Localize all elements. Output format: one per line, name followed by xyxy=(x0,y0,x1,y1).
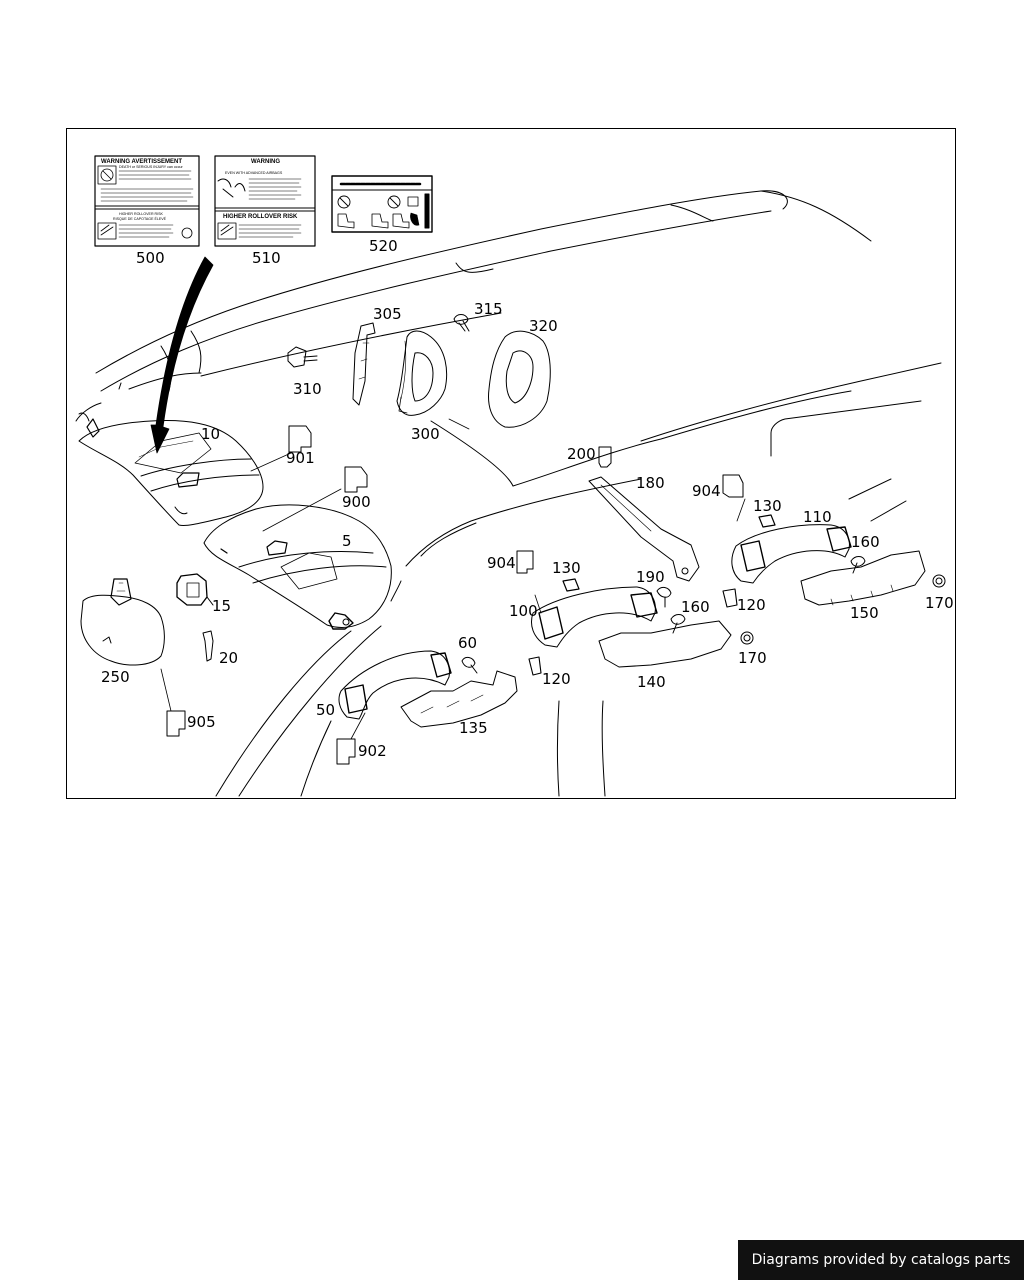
trim-cover-150 xyxy=(800,550,926,606)
callout-5: 5 xyxy=(342,532,352,550)
callout-130-mid: 130 xyxy=(552,559,581,577)
roof-outline xyxy=(75,190,942,797)
callout-900: 900 xyxy=(342,493,371,511)
callout-50: 50 xyxy=(316,701,335,719)
grab-handle-300 xyxy=(396,330,448,416)
callout-905: 905 xyxy=(187,713,216,731)
callout-160-mid: 160 xyxy=(681,598,710,616)
callout-250: 250 xyxy=(101,668,130,686)
warning-label-520 xyxy=(331,175,433,233)
callout-904-right: 904 xyxy=(692,482,721,500)
callout-180: 180 xyxy=(636,474,665,492)
connector-904-mid xyxy=(516,550,534,574)
connector-900 xyxy=(344,466,368,493)
callout-904-mid: 904 xyxy=(487,554,516,572)
leader-lines xyxy=(160,418,746,740)
warning-label-500 xyxy=(94,155,200,247)
callout-200: 200 xyxy=(567,445,596,463)
callout-15: 15 xyxy=(212,597,231,615)
label-510-title: WARNING xyxy=(251,159,280,165)
callout-510: 510 xyxy=(252,249,281,267)
screw-60 xyxy=(461,656,478,674)
label-500-sub3: RISQUE DE CAPOTAGE ÉLEVÉ xyxy=(113,216,167,221)
callout-60: 60 xyxy=(458,634,477,652)
clip-130-right xyxy=(758,514,776,528)
screw-315 xyxy=(453,314,470,332)
label-500-title: WARNING AVERTISSEMENT xyxy=(101,159,182,165)
connector-905 xyxy=(166,710,186,737)
callout-135: 135 xyxy=(459,719,488,737)
parts-diagram: WARNING AVERTISSEMENT DEATH or SERIOUS I… xyxy=(75,155,954,797)
label-510-sub1: EVEN WITH ADVANCED AIRBAGS xyxy=(225,171,283,175)
clip-120-left xyxy=(528,656,542,676)
warning-label-510 xyxy=(214,155,316,247)
callout-902: 902 xyxy=(358,742,387,760)
callout-130-right: 130 xyxy=(753,497,782,515)
screw-160-mid xyxy=(670,614,686,634)
callout-110: 110 xyxy=(803,508,832,526)
screw-20 xyxy=(202,630,214,662)
callout-140: 140 xyxy=(637,673,666,691)
grab-handle-110 xyxy=(731,524,852,584)
callout-315: 315 xyxy=(474,300,503,318)
callout-520: 520 xyxy=(369,237,398,255)
callout-20: 20 xyxy=(219,649,238,667)
label-500-sub1: DEATH or SERIOUS INJURY can occur xyxy=(119,165,184,169)
callout-310: 310 xyxy=(293,380,322,398)
screw-160-right xyxy=(850,556,866,574)
callout-901: 901 xyxy=(286,449,315,467)
mounting-bracket-305 xyxy=(352,322,376,406)
trim-cover-320 xyxy=(488,330,551,428)
grab-handle-50 xyxy=(338,650,452,720)
grab-handle-100 xyxy=(531,586,658,648)
callout-500: 500 xyxy=(136,249,165,267)
connector-904-right xyxy=(722,474,744,498)
sun-visor-5 xyxy=(203,504,392,630)
callout-10: 10 xyxy=(201,425,220,443)
screw-310 xyxy=(287,346,318,368)
callout-160-right: 160 xyxy=(851,533,880,551)
trim-cover-140 xyxy=(598,620,732,668)
callout-190: 190 xyxy=(636,568,665,586)
callout-120-left: 120 xyxy=(542,670,571,688)
callouts: 500 510 520 305 315 320 310 300 10 901 9… xyxy=(101,237,954,760)
callout-305: 305 xyxy=(373,305,402,323)
clip-130-mid xyxy=(562,578,580,592)
connector-901 xyxy=(288,425,312,453)
label-500-sub2: HIGHER ROLLOVER RISK xyxy=(119,212,164,216)
callout-170-right: 170 xyxy=(925,594,954,612)
sun-visor-10 xyxy=(78,412,264,526)
callout-120-mid: 120 xyxy=(737,596,766,614)
callout-100: 100 xyxy=(509,602,538,620)
callout-300: 300 xyxy=(411,425,440,443)
callout-170-mid: 170 xyxy=(738,649,767,667)
callout-150: 150 xyxy=(850,604,879,622)
strap-180 xyxy=(588,476,700,582)
screw-190 xyxy=(656,586,672,608)
clip-120-mid xyxy=(722,588,738,608)
connector-902 xyxy=(336,738,356,765)
diagram-credit-banner: Diagrams provided by catalogs parts xyxy=(738,1240,1024,1280)
rearview-mirror-250 xyxy=(80,578,165,666)
trim-cover-135 xyxy=(400,670,518,728)
callout-320: 320 xyxy=(529,317,558,335)
diagram-frame: WARNING AVERTISSEMENT DEATH or SERIOUS I… xyxy=(66,128,956,799)
mirror-mount-15 xyxy=(176,573,214,606)
label-510-sub2: HIGHER ROLLOVER RISK xyxy=(223,214,298,220)
cap-170-mid xyxy=(740,631,754,645)
cap-170-right xyxy=(932,574,946,588)
pin-200 xyxy=(598,446,612,468)
pointer-arrow xyxy=(150,256,214,454)
